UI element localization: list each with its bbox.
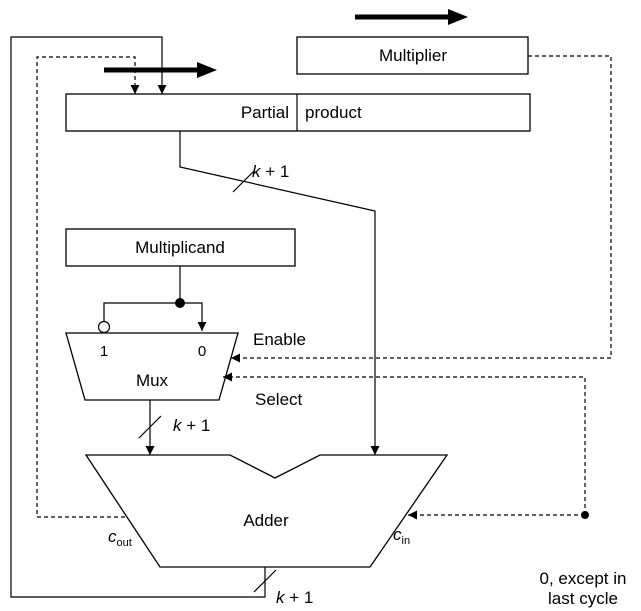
partial-product-register: Partial product bbox=[65, 93, 531, 132]
adder-block: Adder cout cin bbox=[84, 454, 449, 568]
partial-product-label-left: Partial bbox=[241, 103, 289, 122]
carry-in-note-line2: last cycle bbox=[548, 589, 618, 608]
inverter-bubble bbox=[97, 320, 111, 334]
multiplicand-label: Multiplicand bbox=[135, 238, 225, 257]
multiplier-register: Multiplier bbox=[296, 36, 529, 75]
enable-signal-line bbox=[231, 55, 612, 363]
carry-out-feedback bbox=[36, 56, 140, 518]
mux-input-wires bbox=[97, 266, 207, 334]
select-and-carry-in-control: 0, except in last cycle bbox=[223, 372, 627, 608]
carry-in-label: cin bbox=[393, 525, 410, 547]
adder-output-feedback: k + 1 bbox=[10, 36, 313, 607]
mux-block: 1 0 Mux bbox=[65, 332, 239, 401]
mux-input-1-label: 1 bbox=[100, 343, 108, 360]
adder-label: Adder bbox=[243, 511, 289, 530]
partial-product-to-adder-bus: k + 1 bbox=[179, 131, 380, 455]
carry-in-note-line1: 0, except in bbox=[540, 569, 627, 588]
enable-label: Enable bbox=[253, 330, 306, 349]
mux-input-0-label: 0 bbox=[198, 343, 206, 360]
svg-text:k + 1: k + 1 bbox=[252, 162, 289, 181]
svg-text:k + 1: k + 1 bbox=[173, 416, 210, 435]
carry-out-label: cout bbox=[108, 527, 132, 549]
shift-arrow-multiplier bbox=[355, 9, 468, 25]
mux-label: Mux bbox=[136, 371, 169, 390]
mux-to-adder-bus: k + 1 bbox=[138, 400, 210, 455]
partial-product-label-right: product bbox=[305, 103, 362, 122]
multiplicand-register: Multiplicand bbox=[65, 228, 296, 267]
select-label: Select bbox=[255, 390, 303, 409]
svg-text:k + 1: k + 1 bbox=[276, 588, 313, 607]
shift-arrow-partial-product bbox=[104, 62, 217, 78]
multiplier-label: Multiplier bbox=[379, 46, 447, 65]
